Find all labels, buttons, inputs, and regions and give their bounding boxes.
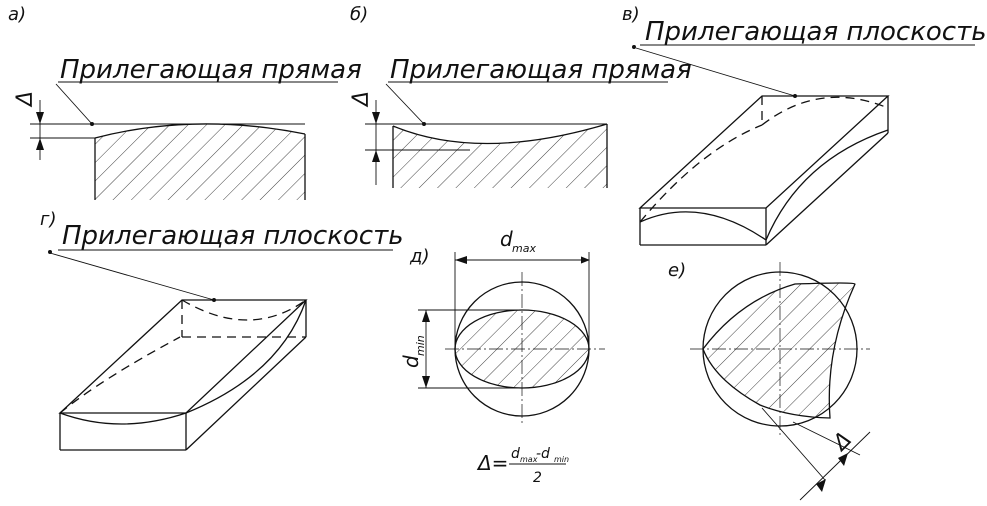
label-v: в) [622,4,640,25]
label-g: г) [40,209,56,230]
figure-e: е) Δ [668,260,871,501]
figure-g: г) Прилегающая плоскость [40,209,404,451]
hatched-section-b [393,124,607,188]
figure-b: б) Прилегающая прямая Δ [349,4,692,188]
caption-line-a: Прилегающая прямая [60,55,362,85]
caption-plane-v: Прилегающая плоскость [645,17,987,47]
formula-den: 2 [533,470,542,486]
dmax-letter: d [500,227,513,251]
surface-side-curve-g [185,299,307,414]
box-top-v [638,95,890,209]
label-e: е) [668,260,686,281]
figure-d: д) d max d min Δ= d max -d min 2 [399,227,605,486]
formula-lhs: Δ= [476,451,508,475]
dmax-subscript: max [512,242,536,255]
delta-dim-e [799,431,871,501]
label-b: б) [350,4,368,25]
lobed-profile-e [702,282,856,419]
delta-symbol-a: Δ [13,91,38,108]
caption-plane-g: Прилегающая плоскость [62,221,404,251]
leader-v [635,47,796,97]
concave-profile-b [392,123,608,145]
leader-b [385,83,425,125]
figure-a: а) Прилегающая прямая Δ [8,4,362,200]
formula-num-a: d [511,446,520,462]
surface-front-curve-v [639,211,767,241]
leader-g [49,252,215,301]
formula-num-a-sub: max [520,455,538,464]
leader-a [55,83,93,125]
label-a: а) [8,4,26,25]
figure-v: в) Прилегающая плоскость [622,4,987,246]
label-d: д) [409,246,429,267]
formula-num-b-sub: min [554,455,569,464]
surface-side-curve-v [765,129,889,241]
formula-num-b: -d [536,446,550,462]
delta-symbol-b: Δ [349,91,374,108]
dmin-letter: d [399,355,423,368]
dmin-subscript: min [414,335,427,356]
hatched-section-a [95,123,305,200]
caption-line-b: Прилегающая прямая [390,55,692,85]
delta-symbol-e: Δ [827,427,857,457]
